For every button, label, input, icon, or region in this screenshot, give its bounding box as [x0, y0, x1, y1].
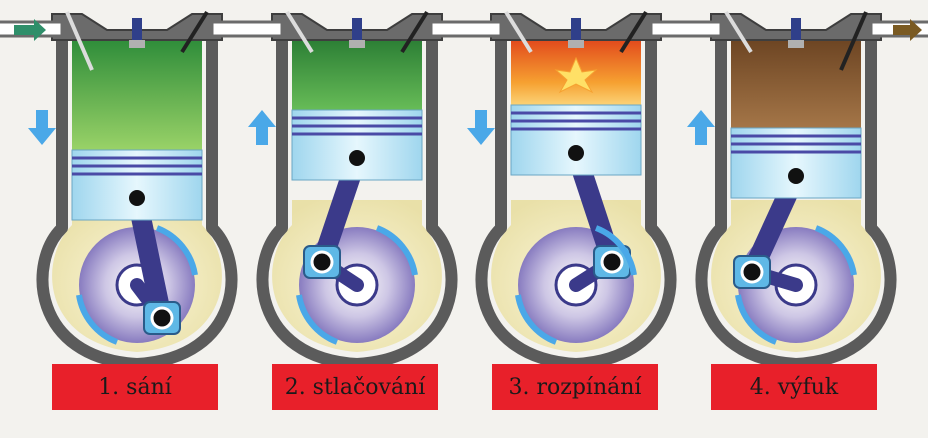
intake-gas	[72, 40, 202, 156]
piston	[731, 128, 861, 198]
arrow-up-icon	[687, 110, 715, 145]
engine-cylinder-2	[212, 12, 502, 364]
spark-plug-tip	[568, 40, 584, 48]
piston-pin	[568, 145, 584, 161]
engine-cylinder-4	[651, 12, 928, 364]
piston	[292, 110, 422, 180]
piston	[511, 105, 641, 175]
piston-pin	[349, 150, 365, 166]
spark-plug-tip	[788, 40, 804, 48]
crank-pin	[742, 262, 762, 282]
arrow-up-icon	[248, 110, 276, 145]
stroke-label-compression: 2. stlačování	[272, 364, 438, 410]
spark-plug-tip	[349, 40, 365, 48]
exhaust-gas	[731, 40, 861, 134]
spark-plug-tip	[129, 40, 145, 48]
arrow-down-icon	[467, 110, 495, 145]
stroke-label-exhaust: 4. výfuk	[711, 364, 877, 410]
stroke-label-intake: 1. sání	[52, 364, 218, 410]
intake-port	[651, 22, 721, 36]
engine-cylinder-1	[0, 12, 282, 364]
piston	[72, 150, 202, 220]
crank-pin	[152, 308, 172, 328]
piston-pin	[129, 190, 145, 206]
stroke-label-expansion: 3. rozpínání	[492, 364, 658, 410]
crank-pin	[602, 252, 622, 272]
arrow-down-icon	[28, 110, 56, 145]
piston-pin	[788, 168, 804, 184]
intake-port	[431, 22, 501, 36]
engine-cylinder-3	[431, 12, 721, 364]
intake-port	[212, 22, 282, 36]
crank-pin	[312, 252, 332, 272]
